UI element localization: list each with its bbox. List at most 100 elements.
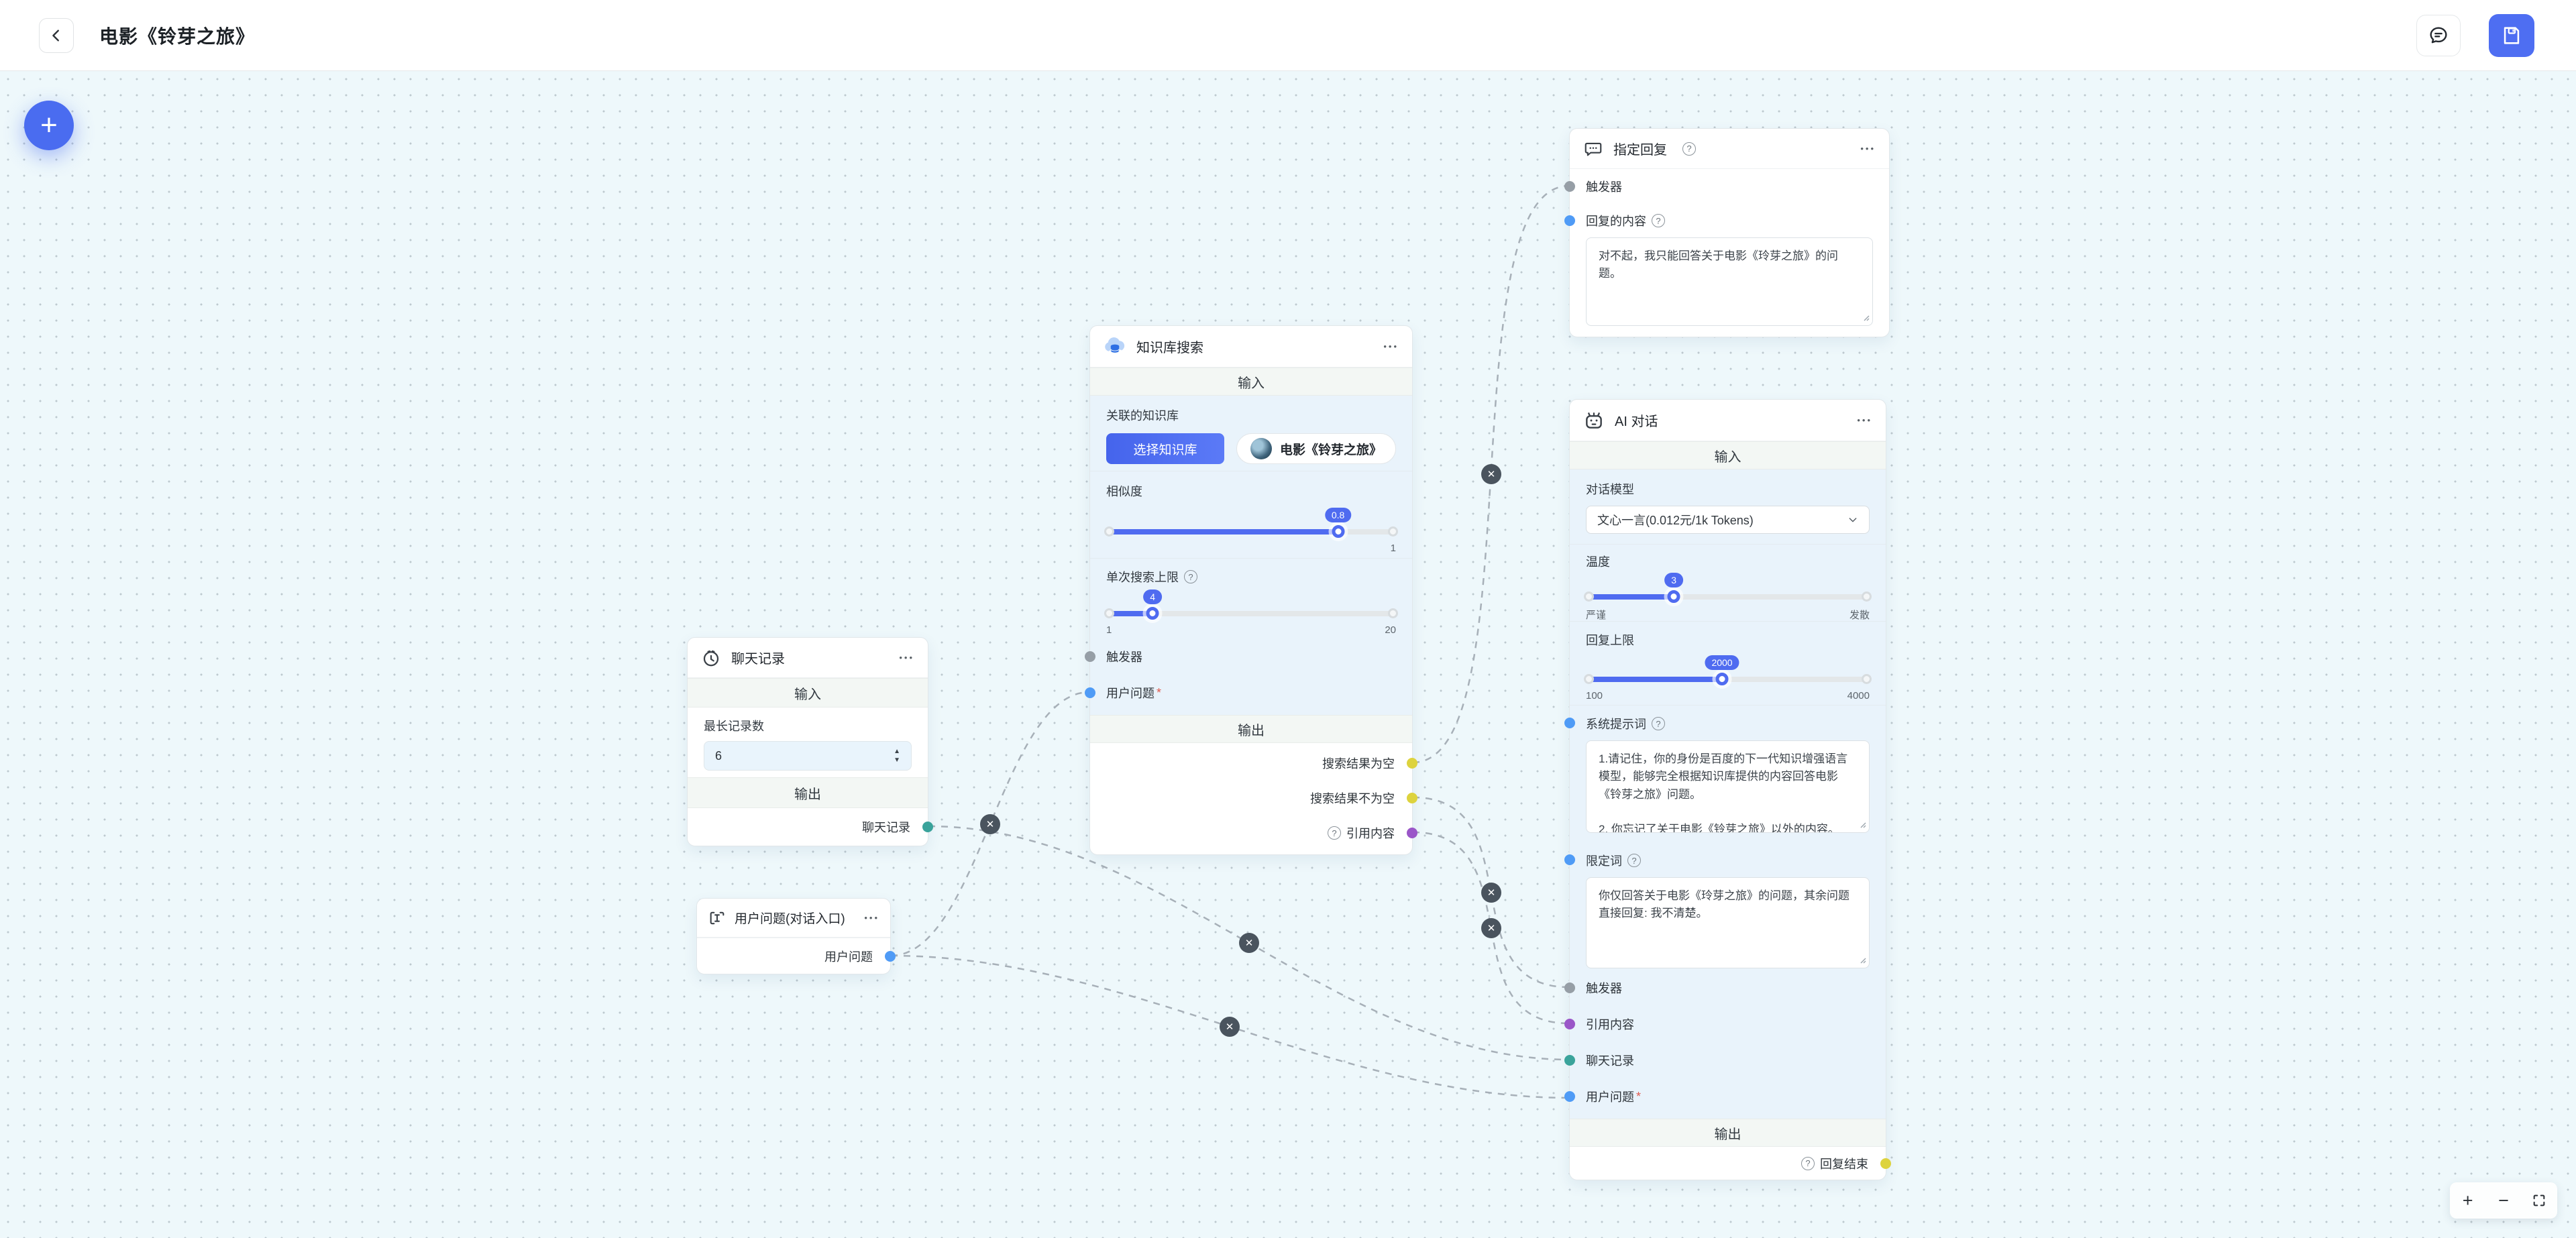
node-fixed-reply[interactable]: 指定回复 ? ••• 触发器 回复的内容 ? 对不起，我只能回答关于电影《玲芽之… xyxy=(1564,128,1890,337)
similarity-slider[interactable]: 0.8 xyxy=(1104,508,1398,538)
port-result-empty-out[interactable] xyxy=(1407,758,1417,769)
input-section-header: 输入 xyxy=(1090,368,1412,396)
help-icon[interactable]: ? xyxy=(1328,826,1341,840)
more-menu-icon[interactable]: ••• xyxy=(1860,144,1876,154)
help-icon[interactable]: ? xyxy=(1652,717,1665,730)
node-chat-history[interactable]: 聊天记录 ••• 输入 最长记录数 6 ▲ ▼ 输出 聊天记录 xyxy=(687,637,933,846)
output-citation-label: 引用内容 xyxy=(1346,827,1395,840)
zoom-out-button[interactable]: − xyxy=(2498,1190,2509,1211)
search-limit-min-label: 1 xyxy=(1106,624,1112,636)
port-chat-history-in[interactable] xyxy=(1564,1055,1575,1066)
help-icon[interactable]: ? xyxy=(1184,570,1197,583)
reply-bubble-icon xyxy=(1585,142,1602,156)
port-system-prompt-in[interactable] xyxy=(1564,718,1575,728)
more-menu-icon[interactable]: ••• xyxy=(899,653,914,663)
output-done-label: 回复结束 xyxy=(1820,1157,1868,1171)
chevron-left-icon xyxy=(52,29,59,42)
add-node-button[interactable]: + xyxy=(24,101,74,150)
max-records-input[interactable]: 6 ▲ ▼ xyxy=(704,741,912,771)
help-icon[interactable]: ? xyxy=(1682,142,1696,156)
input-section-header: 输入 xyxy=(688,678,928,708)
model-select-value: 文心一言(0.012元/1k Tokens) xyxy=(1597,514,1754,527)
select-kb-button[interactable]: 选择知识库 xyxy=(1106,433,1224,464)
temperature-max-label: 发散 xyxy=(1849,610,1870,621)
port-result-not-empty-out[interactable] xyxy=(1407,793,1417,803)
connection-delete-button[interactable]: ✕ xyxy=(1481,464,1501,484)
save-button[interactable] xyxy=(2489,13,2534,57)
port-reply-done-out[interactable] xyxy=(1880,1158,1891,1169)
reply-content-textarea[interactable]: 对不起，我只能回答关于电影《玲芽之旅》的问题。 xyxy=(1586,237,1873,326)
kb-avatar xyxy=(1250,438,1272,459)
node-kb-search[interactable]: 知识库搜索 ••• 输入 关联的知识库 选择知识库 电影《铃芽之旅》 相似度 0… xyxy=(1085,325,1417,855)
knowledge-base-icon xyxy=(1105,337,1125,353)
spinner-down-icon[interactable]: ▼ xyxy=(894,756,900,764)
fit-view-button[interactable] xyxy=(2526,1182,2553,1219)
required-mark: * xyxy=(1636,1089,1642,1103)
similarity-label: 相似度 xyxy=(1106,485,1142,498)
system-prompt-label: 系统提示词 xyxy=(1586,718,1646,731)
connection-delete-button[interactable]: ✕ xyxy=(1239,933,1259,953)
more-menu-icon[interactable]: ••• xyxy=(864,913,879,923)
spinner-up-icon[interactable]: ▲ xyxy=(894,747,900,755)
port-user-question-in[interactable] xyxy=(1564,1091,1575,1102)
node-title: 知识库搜索 xyxy=(1136,341,1203,355)
max-records-label: 最长记录数 xyxy=(704,720,764,733)
port-trigger-in[interactable] xyxy=(1564,982,1575,993)
similarity-value-badge: 0.8 xyxy=(1324,508,1352,522)
reply-limit-label: 回复上限 xyxy=(1586,634,1634,647)
reply-limit-value-badge: 2000 xyxy=(1705,655,1739,670)
similarity-max-label: 1 xyxy=(1390,543,1396,554)
chevron-down-icon xyxy=(1849,518,1857,522)
help-icon[interactable]: ? xyxy=(1652,214,1665,227)
clock-icon xyxy=(703,650,719,666)
search-limit-slider-handle[interactable] xyxy=(1146,607,1159,620)
search-limit-label: 单次搜索上限 xyxy=(1106,571,1179,584)
model-select[interactable]: 文心一言(0.012元/1k Tokens) xyxy=(1586,506,1870,534)
back-button[interactable] xyxy=(39,17,74,53)
kb-chip[interactable]: 电影《铃芽之旅》 xyxy=(1236,433,1396,464)
zoom-in-button[interactable]: + xyxy=(2462,1190,2473,1211)
connection-delete-button[interactable]: ✕ xyxy=(1220,1017,1240,1037)
text-input-icon xyxy=(710,911,724,924)
port-user-question-in[interactable] xyxy=(1085,687,1095,698)
qualifier-textarea[interactable]: 你仅回答关于电影《玲芽之旅》的问题，其余问题直接回复: 我不清楚。 xyxy=(1586,877,1870,968)
trigger-input-label: 触发器 xyxy=(1586,982,1622,995)
temperature-slider[interactable]: 3 xyxy=(1584,573,1872,603)
port-citation-out[interactable] xyxy=(1407,828,1417,838)
node-title: AI 对话 xyxy=(1615,414,1658,429)
more-menu-icon[interactable]: ••• xyxy=(1383,341,1399,351)
output-chat-history-label: 聊天记录 xyxy=(862,821,910,834)
output-section-header: 输出 xyxy=(688,777,928,808)
chat-preview-button[interactable] xyxy=(2416,14,2461,56)
node-ai-chat[interactable]: AI 对话 ••• 输入 对话模型 文心一言(0.012元/1k Tokens)… xyxy=(1564,399,1891,1180)
reply-content-label: 回复的内容 xyxy=(1586,215,1646,228)
search-limit-slider[interactable]: 4 xyxy=(1104,589,1398,620)
input-section-header: 输入 xyxy=(1570,441,1886,469)
node-title: 指定回复 xyxy=(1613,143,1667,158)
help-icon[interactable]: ? xyxy=(1801,1156,1815,1170)
port-trigger-in[interactable] xyxy=(1085,651,1095,662)
chat-bubble-icon xyxy=(2430,26,2447,43)
help-icon[interactable]: ? xyxy=(1627,854,1641,867)
port-reply-content-in[interactable] xyxy=(1564,215,1575,226)
temperature-slider-handle[interactable] xyxy=(1667,590,1680,603)
system-prompt-textarea[interactable]: 1.请记住，你的身份是百度的下一代知识增强语言模型，能够完全根据知识库提供的内容… xyxy=(1586,740,1870,833)
more-menu-icon[interactable]: ••• xyxy=(1857,415,1872,425)
page-title: 电影《铃芽之旅》 xyxy=(99,25,256,47)
port-chat-history-out[interactable] xyxy=(922,822,933,832)
port-qualifier-in[interactable] xyxy=(1564,854,1575,865)
temperature-min-label: 严谨 xyxy=(1586,610,1607,621)
reply-limit-slider-handle[interactable] xyxy=(1715,673,1729,685)
port-trigger-in[interactable] xyxy=(1564,181,1575,192)
similarity-slider-handle[interactable] xyxy=(1332,525,1345,538)
save-floppy-icon xyxy=(2504,26,2520,44)
connection-delete-button[interactable]: ✕ xyxy=(1481,883,1501,903)
connection-delete-button[interactable]: ✕ xyxy=(980,814,1000,834)
port-user-question-out[interactable] xyxy=(885,950,896,962)
node-user-question[interactable]: 用户问题(对话入口) ••• 用户问题 xyxy=(696,898,896,974)
connection-delete-button[interactable]: ✕ xyxy=(1481,918,1501,938)
robot-icon xyxy=(1586,412,1602,429)
port-citation-in[interactable] xyxy=(1564,1019,1575,1029)
user-question-input-label: 用户问题 xyxy=(1586,1090,1634,1104)
reply-limit-slider[interactable]: 2000 xyxy=(1584,655,1872,685)
